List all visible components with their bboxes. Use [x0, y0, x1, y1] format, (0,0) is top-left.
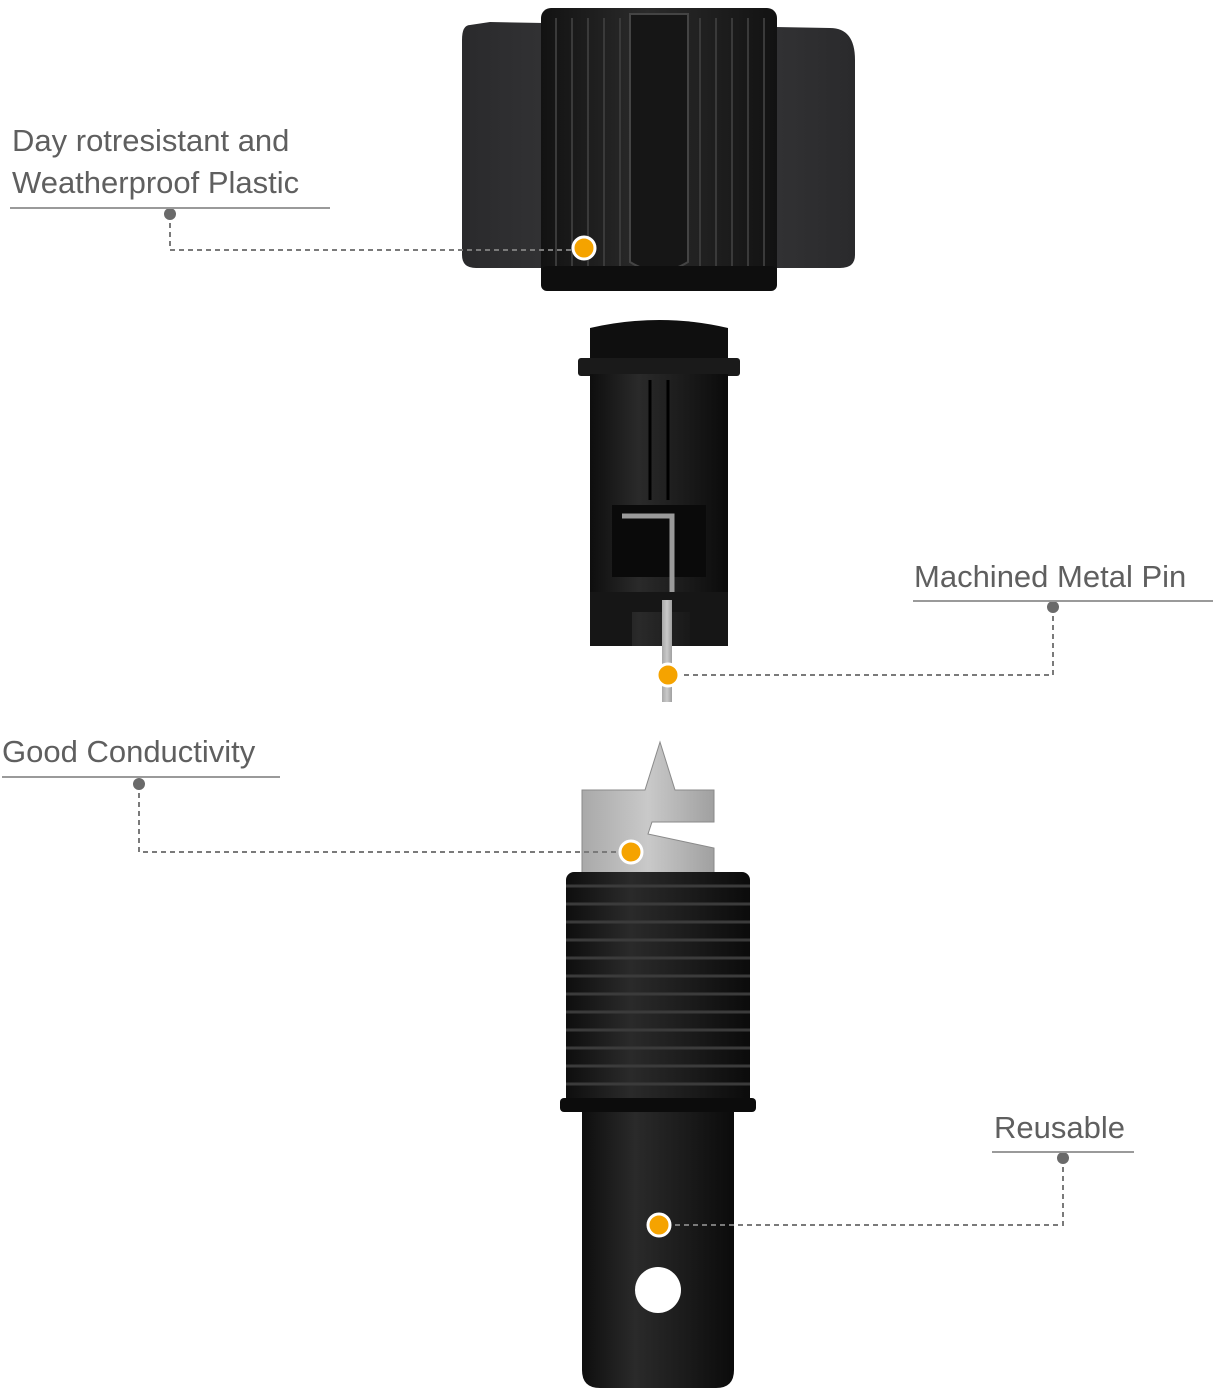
middle-housing [578, 320, 740, 702]
terminal-tab [582, 1112, 734, 1388]
marker-conductivity [618, 839, 644, 865]
anchor-dot-conductivity [133, 778, 145, 790]
callout-plastic-line1: Day rotresistant and [12, 123, 290, 158]
anchor-dot-pin [1047, 601, 1059, 613]
callout-reusable: Reusable [994, 1110, 1125, 1145]
callout-pin-underline [913, 600, 1213, 602]
callout-pin: Machined Metal Pin [914, 559, 1187, 594]
callout-plastic-underline [10, 207, 330, 209]
marker-pin [655, 662, 681, 688]
callout-conductivity: Good Conductivity [2, 734, 256, 769]
callout-conductivity-underline [2, 776, 280, 778]
metal-blade [581, 740, 715, 875]
callout-plastic-line2: Weatherproof Plastic [12, 165, 300, 200]
anchor-dot-plastic [164, 208, 176, 220]
leader-line-plastic [169, 214, 584, 251]
leader-line-pin [668, 607, 1054, 676]
marker-reusable [646, 1212, 672, 1238]
anchor-dot-reusable [1057, 1152, 1069, 1164]
cap-nut [462, 8, 855, 291]
mounting-hole [635, 1267, 681, 1313]
leader-line-reusable [659, 1158, 1064, 1226]
callout-reusable-underline [992, 1151, 1134, 1153]
leader-line-conductivity [138, 784, 631, 853]
marker-plastic [571, 235, 597, 261]
threaded-body [560, 872, 756, 1112]
